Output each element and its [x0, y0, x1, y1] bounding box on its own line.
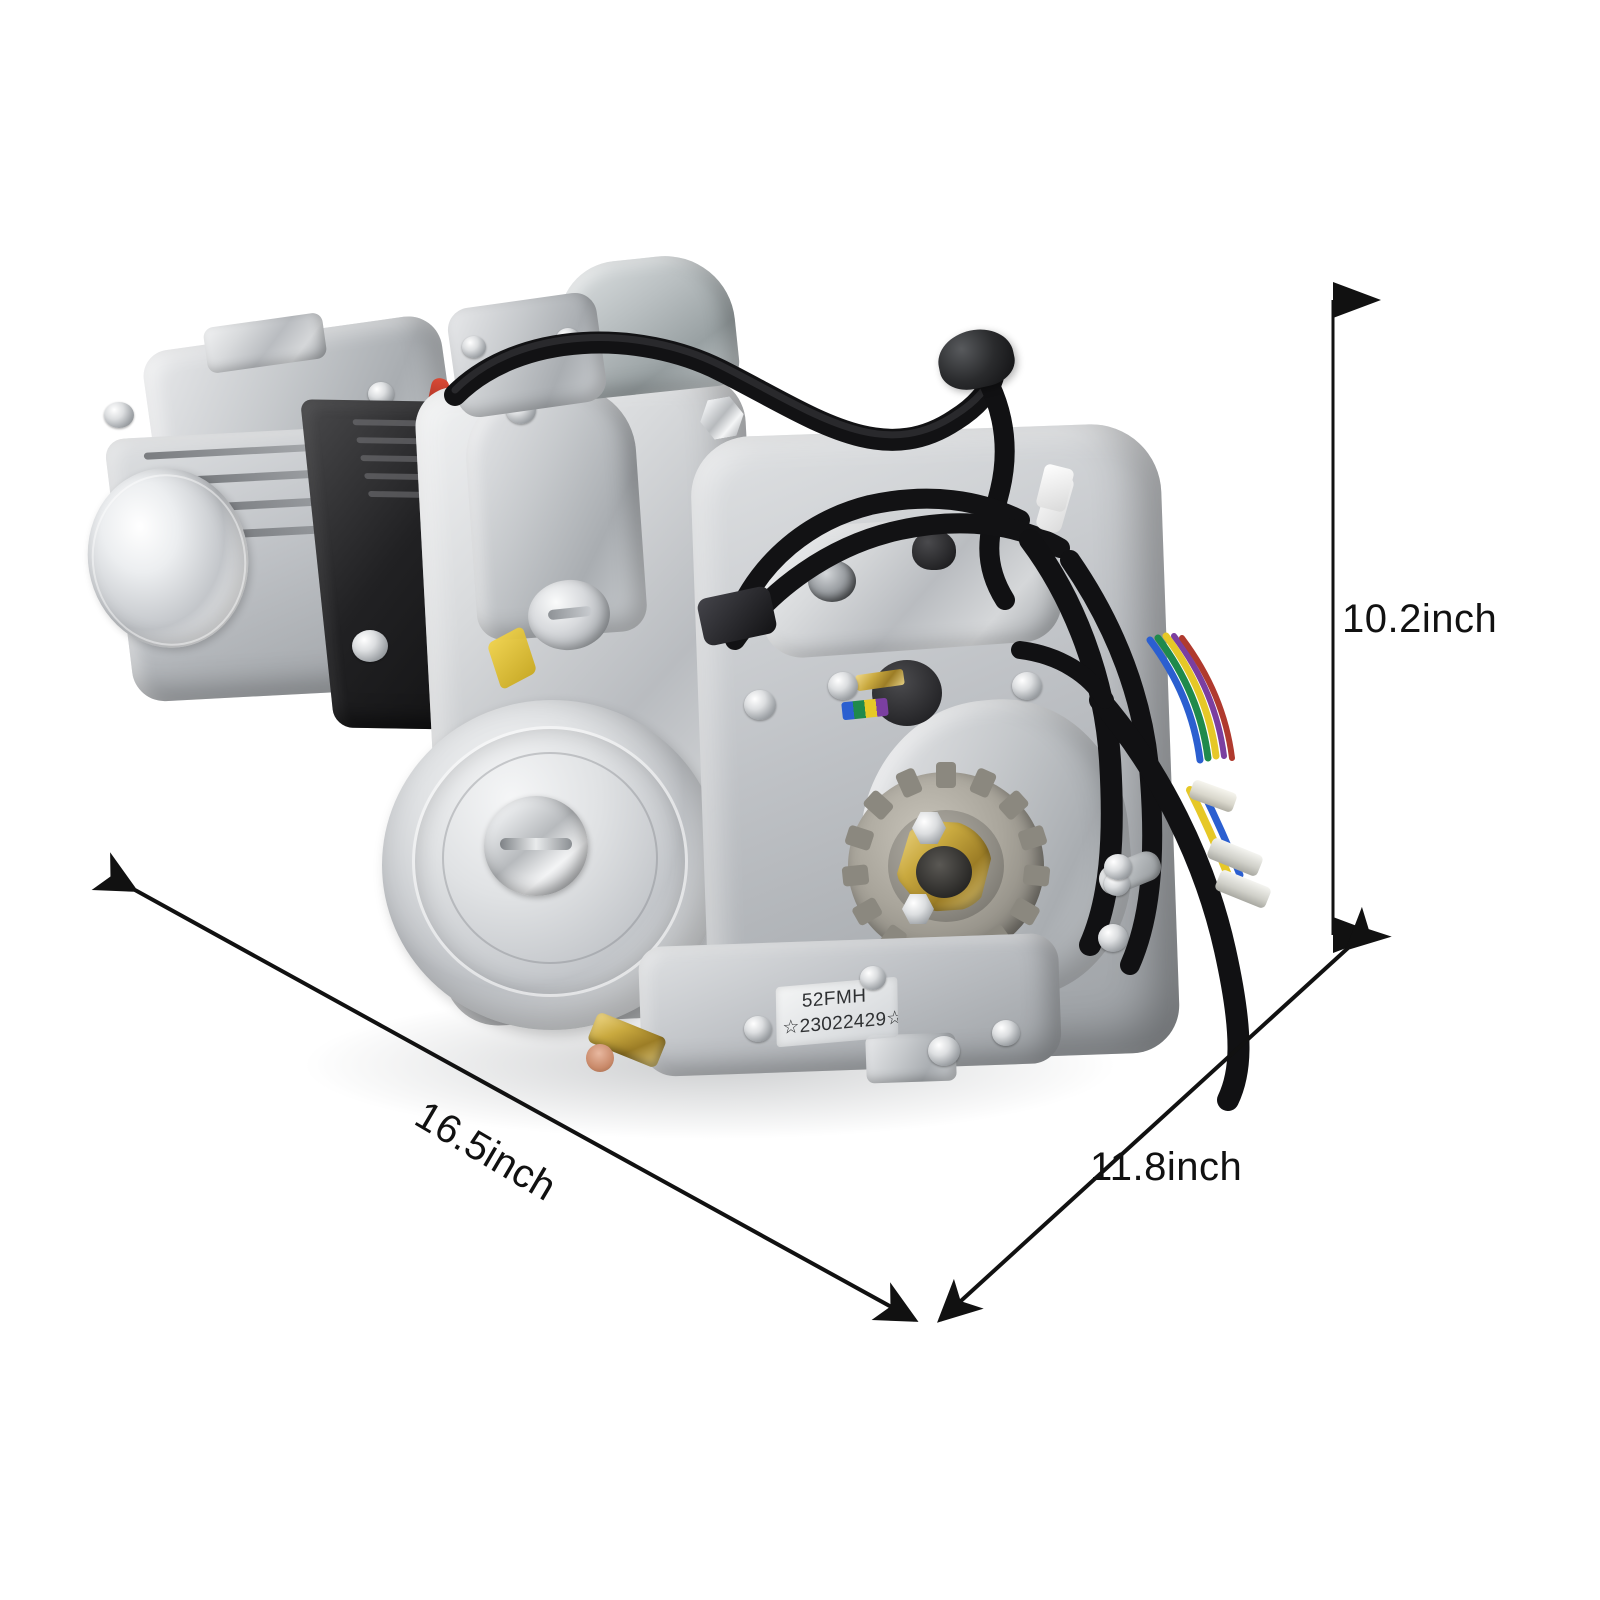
oil-level-port: [808, 560, 856, 602]
serial-star-left: ☆: [782, 1016, 800, 1039]
serial-label-model: 52FMH: [801, 985, 867, 1013]
rubber-plug: [912, 530, 956, 570]
sump-bolt-1: [744, 1016, 772, 1042]
sprocket-teeth: [841, 762, 1051, 970]
dark-block-bolt: [352, 630, 388, 662]
case-bolt-right-1: [1098, 924, 1128, 952]
bullet-connector-3: [1187, 778, 1239, 814]
case-bolt-upper: [744, 690, 776, 720]
bullet-connector-1: [1205, 836, 1265, 878]
starter-mount-bolt-2: [556, 328, 580, 350]
case-bolt-upper-2: [1012, 672, 1042, 700]
oil-drain-bolt: [860, 966, 886, 990]
spark-plug-cap: [932, 322, 1020, 396]
sprocket-retainer-bolt-1: [912, 812, 946, 844]
serial-star-right: ☆: [886, 1007, 899, 1030]
height-dimension-label: 10.2inch: [1342, 597, 1498, 641]
engine-mount-bolt: [928, 1036, 960, 1066]
crankcase-rib-upper: [755, 509, 1065, 661]
serial-label-number: ☆23022429☆: [782, 1006, 898, 1040]
case-bolt-right-2: [1104, 854, 1132, 880]
sprocket-shaft-spline: [916, 846, 972, 898]
depth-dimension-label: 11.8inch: [1090, 1145, 1243, 1189]
clutch-cap-slot: [500, 838, 572, 850]
neutral-switch-bolt: [828, 672, 858, 700]
starter-mount-bolt-1: [462, 336, 486, 358]
head-stud-bolt-1: [104, 402, 134, 428]
bullet-connector-2: [1213, 868, 1273, 910]
sump-bolt-2: [992, 1020, 1020, 1046]
serial-digits: 23022429: [799, 1008, 887, 1038]
